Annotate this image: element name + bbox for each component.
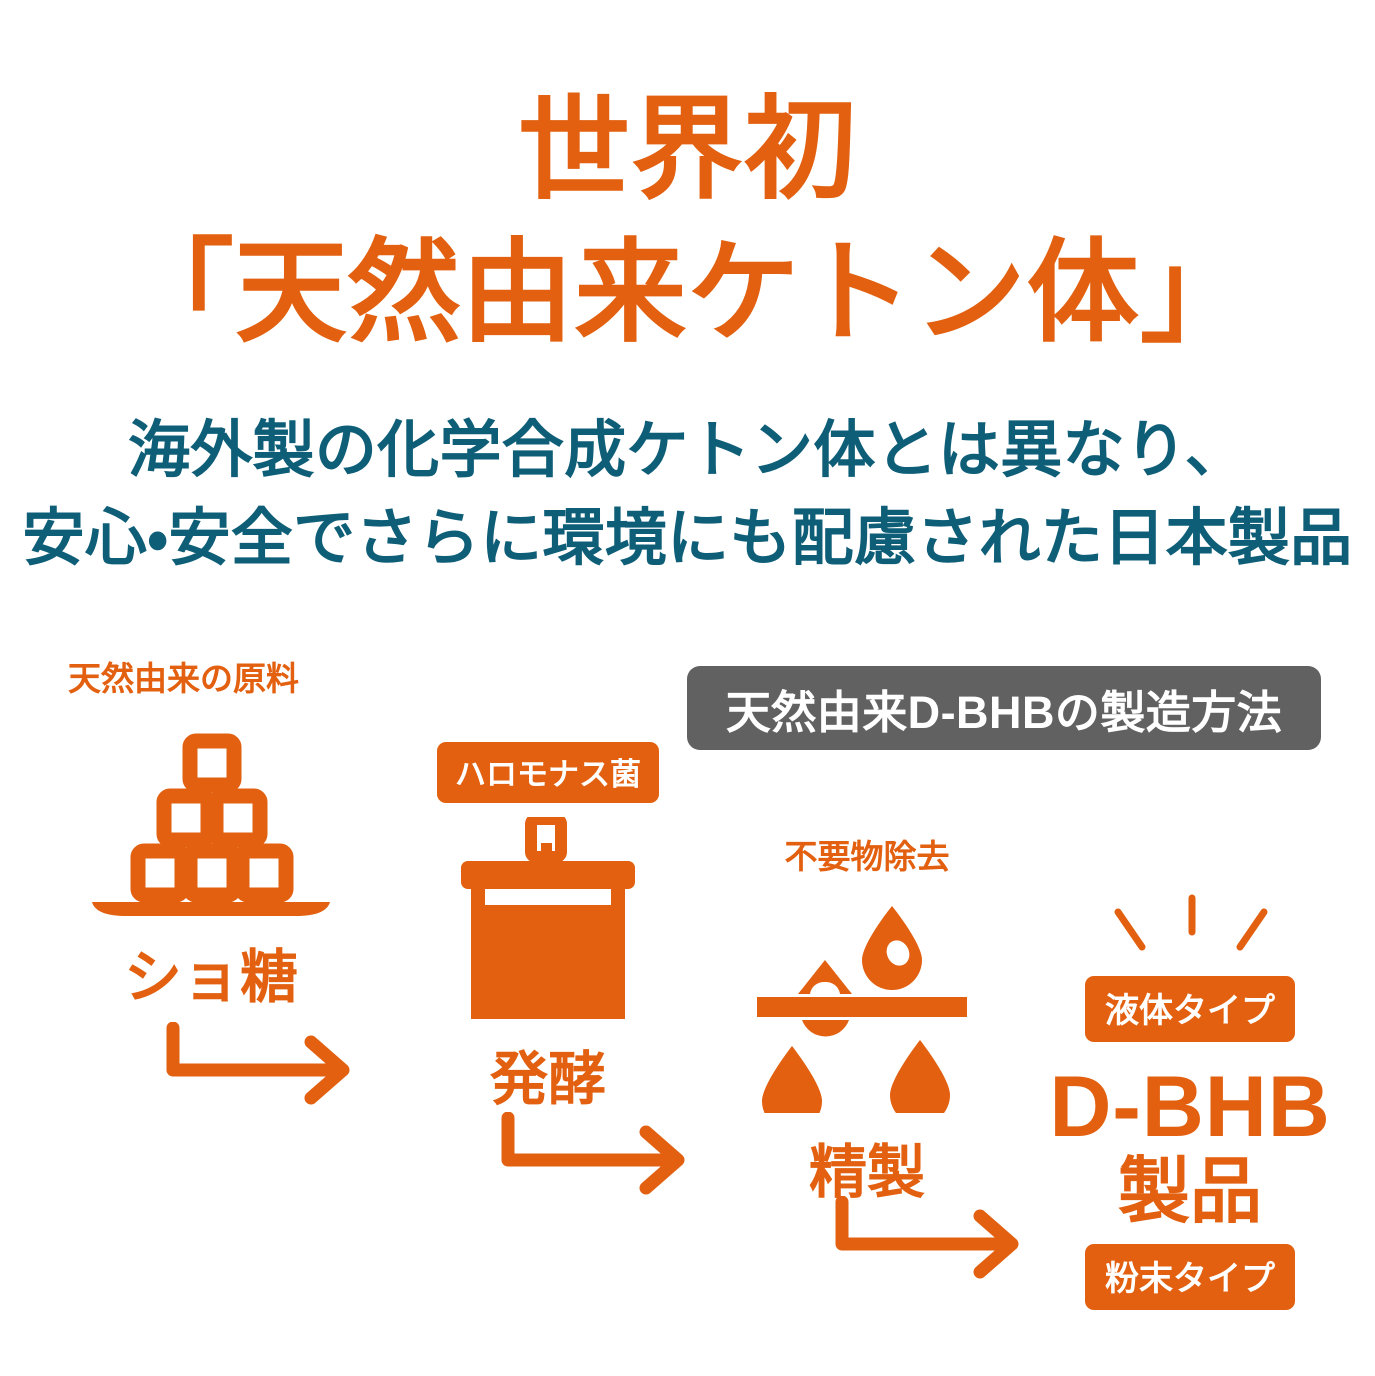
subtitle-line-2: 安心・安全でさらに環境にも配慮された日本製品 <box>22 504 1353 574</box>
section-banner-label: 天然由来D-BHBの製造方法 <box>725 686 1283 738</box>
sugar-cubes-icon-wrap <box>46 726 376 916</box>
sugar-cubes-icon <box>92 733 330 916</box>
badge-row-bacteria: ハロモナス菌 <box>398 742 698 803</box>
step-label-raw-material: 天然由来の原料 <box>68 660 299 697</box>
process-step-fermentation: ハロモナス菌 発酵 <box>398 742 698 1116</box>
fermentation-tank-icon <box>461 817 635 1019</box>
subtitle: 海外製の化学合成ケトン体とは異なり、 安心・安全でさらに環境にも配慮された日本製… <box>0 407 1375 583</box>
headline-line-2: 「天然由来ケトン体」 <box>121 230 1254 356</box>
badge-halomonas: ハロモナス菌 <box>437 742 659 803</box>
flow-arrow-1 <box>166 1022 350 1105</box>
badge-row-powder: 粉末タイプ <box>1030 1244 1350 1310</box>
filter-drops-icon-wrap <box>712 898 1022 1113</box>
process-step-purification: 不要物除去 精製 <box>712 830 1022 1209</box>
product-suffix: 製品 <box>1117 1152 1262 1232</box>
process-step-sugar: 天然由来の原料 ショ糖 <box>46 652 376 1014</box>
section-banner: 天然由来D-BHBの製造方法 <box>687 666 1321 750</box>
headline-line-1: 世界初 <box>517 87 858 212</box>
sparkle-icon <box>1114 894 1268 951</box>
step-label-impurity-removal: 不要物除去 <box>784 838 950 875</box>
flow-arrow-2 <box>501 1112 685 1195</box>
badge-row-liquid: 液体タイプ <box>1030 976 1350 1042</box>
filter-drops-icon <box>757 906 967 1113</box>
process-step-product: 液体タイプ D-BHB 製品 粉末タイプ <box>1030 890 1350 1310</box>
subtitle-line-1: 海外製の化学合成ケトン体とは異なり、 <box>127 416 1248 485</box>
step-caption-purification: 精製 <box>808 1140 925 1205</box>
flow-arrow-3 <box>835 1196 1019 1279</box>
badge-liquid-type: 液体タイプ <box>1085 976 1295 1042</box>
product-name: D-BHB <box>1049 1059 1331 1155</box>
badge-powder-type: 粉末タイプ <box>1085 1244 1295 1310</box>
sparkle-icon-wrap <box>1030 890 1350 962</box>
fermentation-tank-icon-wrap <box>398 817 698 1022</box>
page-title: 世界初 「天然由来ケトン体」 <box>0 78 1375 365</box>
step-caption-fermentation: 発酵 <box>489 1047 606 1112</box>
step-caption-sugar: ショ糖 <box>123 945 298 1010</box>
